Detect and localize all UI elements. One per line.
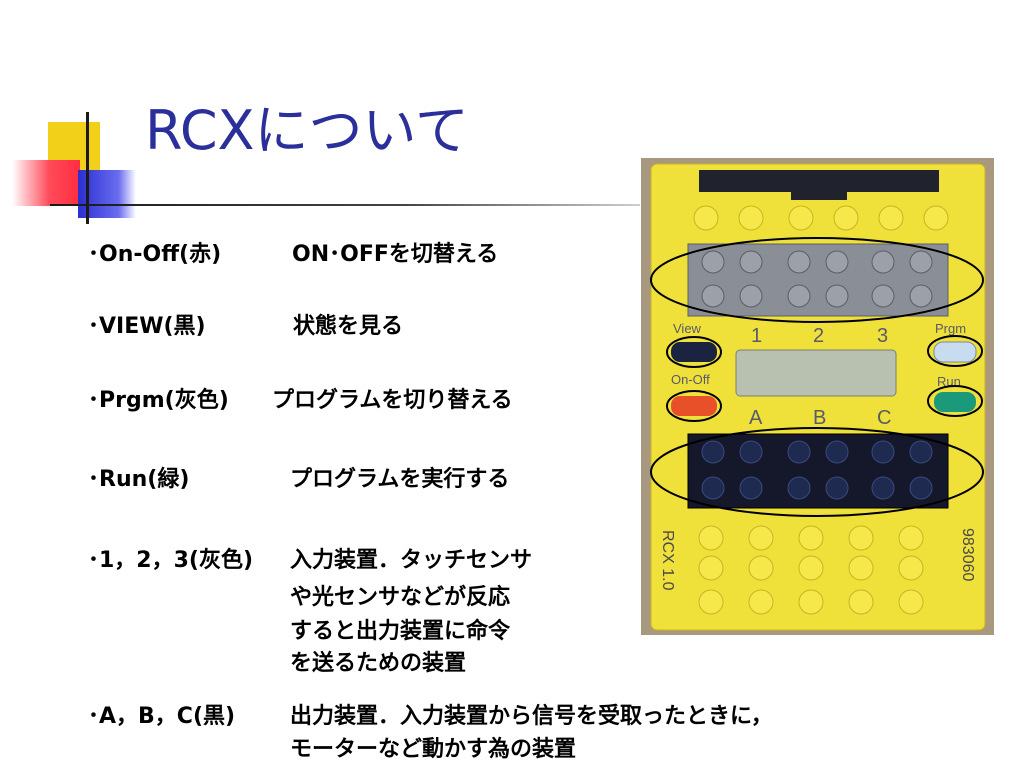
item-label: ･On-Off(赤) [88,242,222,267]
decor-vertical-line [86,112,89,224]
item-label: ･VIEW(黒) [88,314,206,339]
prgm-button [933,341,977,363]
item-desc: すると出力装置に命令 [290,619,511,644]
onoff-label: On-Off [671,372,710,387]
item-desc: モーターなど動かす為の装置 [290,737,577,762]
item-desc: 入力装置．タッチセンサ [290,548,533,573]
item-desc: 状態を見る [293,314,404,339]
slide-title: RCXについて [145,99,469,162]
item-label: ･A，B，C(黒) [88,704,236,729]
port-a-label: A [749,407,763,429]
port-3-label: 3 [877,325,888,347]
item-desc: プログラムを切り替える [272,388,513,413]
port-2-label: 2 [813,325,824,347]
item-desc: 出力装置．入力装置から信号を受取ったときに， [290,704,773,729]
model-label: RCX 1.0 [659,530,676,591]
item-label: ･Prgm(灰色) [88,388,229,413]
prgm-label: Prgm [935,321,966,336]
port-c-label: C [877,407,891,429]
port-b-label: B [813,407,826,429]
title-underline [50,204,640,206]
item-desc: を送るための装置 [290,651,467,676]
view-label: View [673,321,702,336]
item-desc: プログラムを実行する [290,467,510,492]
port-1-label: 1 [751,325,762,347]
item-label: ･Run(緑) [88,467,190,492]
decor-red-square [12,160,80,206]
run-button [934,392,976,412]
serial-label: 983060 [959,528,976,581]
rcx-photo: View Prgm On-Off Run 1 2 3 A B C RCX 1.0 [641,158,994,635]
item-label: ･1，2，3(灰色) [88,548,254,573]
item-desc: ON･OFFを切替える [292,242,499,267]
onoff-button [671,396,717,416]
item-desc: や光センサなどが反応 [290,585,511,610]
view-button [671,342,717,362]
